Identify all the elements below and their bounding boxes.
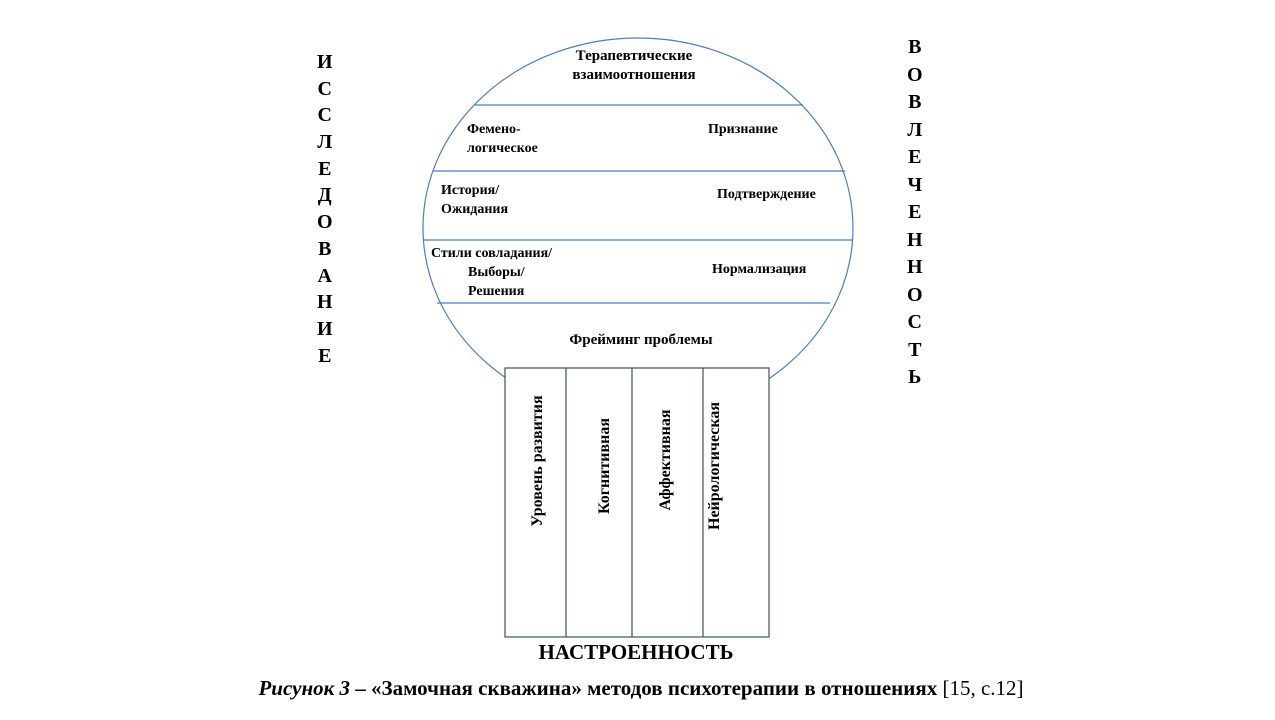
axis-letter: Н bbox=[907, 228, 923, 251]
row1-left-line: логическое bbox=[467, 141, 538, 156]
axis-letter: В bbox=[908, 91, 922, 113]
figure-caption: Рисунок 3 – «Замочная скважина» методов … bbox=[258, 676, 1023, 701]
axis-letter: О bbox=[317, 211, 333, 234]
axis-letter: И bbox=[317, 317, 333, 340]
row1-left-line: Фемено- bbox=[467, 122, 521, 137]
axis-letter: В bbox=[318, 237, 332, 260]
bottom-section-label: Фрейминг проблемы bbox=[569, 332, 713, 348]
row1-left: Фемено- логическое bbox=[467, 120, 538, 158]
top-line-1: Терапевтические bbox=[575, 48, 693, 64]
axis-letter: И bbox=[317, 51, 333, 73]
column-label: Аффективная bbox=[657, 409, 674, 511]
figure-number: Рисунок 3 bbox=[258, 676, 351, 700]
keyhole-circle bbox=[422, 37, 854, 419]
axis-letter: Е bbox=[908, 146, 922, 168]
axis-letter: Т bbox=[908, 338, 922, 361]
axis-letter: О bbox=[907, 283, 923, 306]
axis-letter: А bbox=[317, 264, 332, 287]
row3-left-line: Решения bbox=[468, 284, 525, 299]
axis-letter: Е bbox=[908, 201, 922, 223]
column-label: Нейрологическая bbox=[706, 402, 723, 530]
axis-letter: Л bbox=[907, 118, 923, 141]
axis-letter: Н bbox=[907, 256, 923, 278]
row3-left-line: Стили совладания/ bbox=[431, 246, 553, 261]
axis-letter: С bbox=[317, 77, 332, 100]
column-label: Когнитивная bbox=[596, 417, 613, 515]
top-section-label: Терапевтические взаимоотношения bbox=[572, 47, 695, 85]
axis-letter: Е bbox=[318, 344, 332, 367]
caption-reference: [15, с.12] bbox=[937, 676, 1024, 700]
row2-left-line: Ожидания bbox=[441, 202, 509, 217]
row3-left-line: Выборы/ bbox=[468, 265, 525, 280]
axis-letter: Д bbox=[317, 184, 332, 207]
axis-letter: С bbox=[907, 311, 922, 333]
caption-dash: – bbox=[350, 676, 372, 700]
axis-letter: Л bbox=[317, 131, 333, 154]
axis-letter: Е bbox=[318, 157, 332, 180]
axis-letter: Н bbox=[317, 291, 333, 314]
row2-right: Подтверждение bbox=[717, 187, 816, 202]
axis-letter: Ч bbox=[907, 173, 923, 196]
axis-letter: В bbox=[908, 36, 922, 58]
row1-right: Признание bbox=[708, 122, 778, 137]
axis-letter: Ь bbox=[908, 366, 922, 388]
axis-letter: О bbox=[907, 63, 923, 86]
keyhole-stem bbox=[504, 367, 770, 638]
base-label: НАСТРОЕННОСТЬ bbox=[538, 640, 734, 664]
row2-left: История/ Ожидания bbox=[441, 181, 508, 219]
top-line-2: взаимоотношения bbox=[572, 67, 696, 83]
row3-right: Нормализация bbox=[712, 262, 807, 277]
row2-left-line: История/ bbox=[441, 183, 500, 198]
axis-letter: С bbox=[317, 104, 332, 127]
row3-left: Стили совладания/ Выборы/ Решения bbox=[431, 244, 552, 301]
caption-title: «Замочная скважина» методов психотерапии… bbox=[371, 676, 938, 700]
column-label: Уровень развития bbox=[529, 395, 546, 527]
